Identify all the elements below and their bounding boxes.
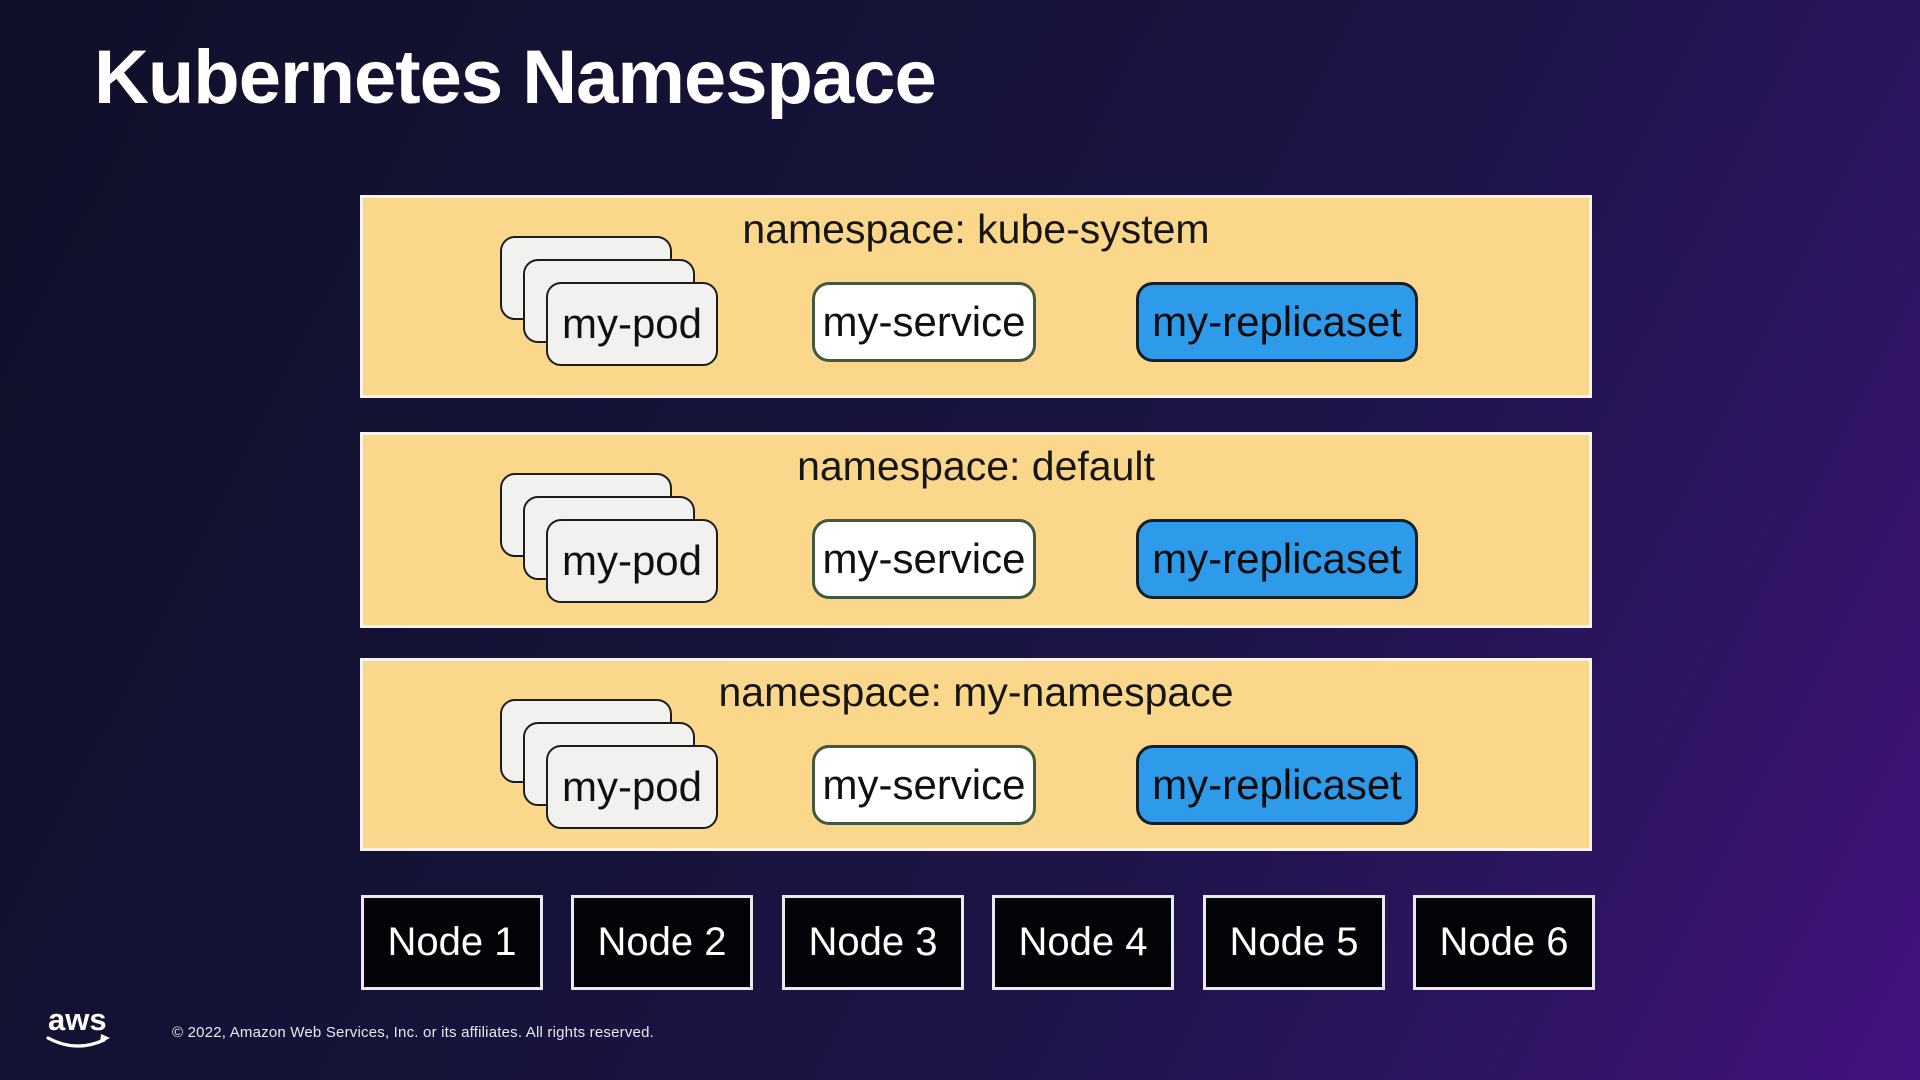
service-box: my-service <box>812 282 1036 362</box>
node-box: Node 4 <box>992 895 1174 990</box>
replicaset-box: my-replicaset <box>1136 282 1418 362</box>
pod-stack: my-pod <box>500 699 718 831</box>
namespace-box: namespace: default my-pod my-service my-… <box>360 432 1592 628</box>
replicaset-box: my-replicaset <box>1136 745 1418 825</box>
replicaset-box: my-replicaset <box>1136 519 1418 599</box>
node-box: Node 2 <box>571 895 753 990</box>
pod-card: my-pod <box>546 282 718 366</box>
aws-smile-icon: aws <box>46 1002 110 1048</box>
namespace-box: namespace: kube-system my-pod my-service… <box>360 195 1592 398</box>
copyright-text: © 2022, Amazon Web Services, Inc. or its… <box>172 1024 654 1041</box>
pod-card: my-pod <box>546 745 718 829</box>
pod-stack: my-pod <box>500 236 718 368</box>
pod-stack: my-pod <box>500 473 718 605</box>
namespace-label: namespace: default <box>797 443 1155 489</box>
aws-logo: aws <box>40 1000 130 1059</box>
service-box: my-service <box>812 519 1036 599</box>
node-box: Node 5 <box>1203 895 1385 990</box>
node-box: Node 6 <box>1413 895 1595 990</box>
node-box: Node 1 <box>361 895 543 990</box>
namespace-label: namespace: my-namespace <box>718 669 1234 715</box>
namespace-box: namespace: my-namespace my-pod my-servic… <box>360 658 1592 851</box>
pod-card: my-pod <box>546 519 718 603</box>
node-box: Node 3 <box>782 895 964 990</box>
service-box: my-service <box>812 745 1036 825</box>
namespace-label: namespace: kube-system <box>742 206 1210 252</box>
slide-title: Kubernetes Namespace <box>94 35 937 120</box>
aws-logo-text: aws <box>48 1002 107 1037</box>
